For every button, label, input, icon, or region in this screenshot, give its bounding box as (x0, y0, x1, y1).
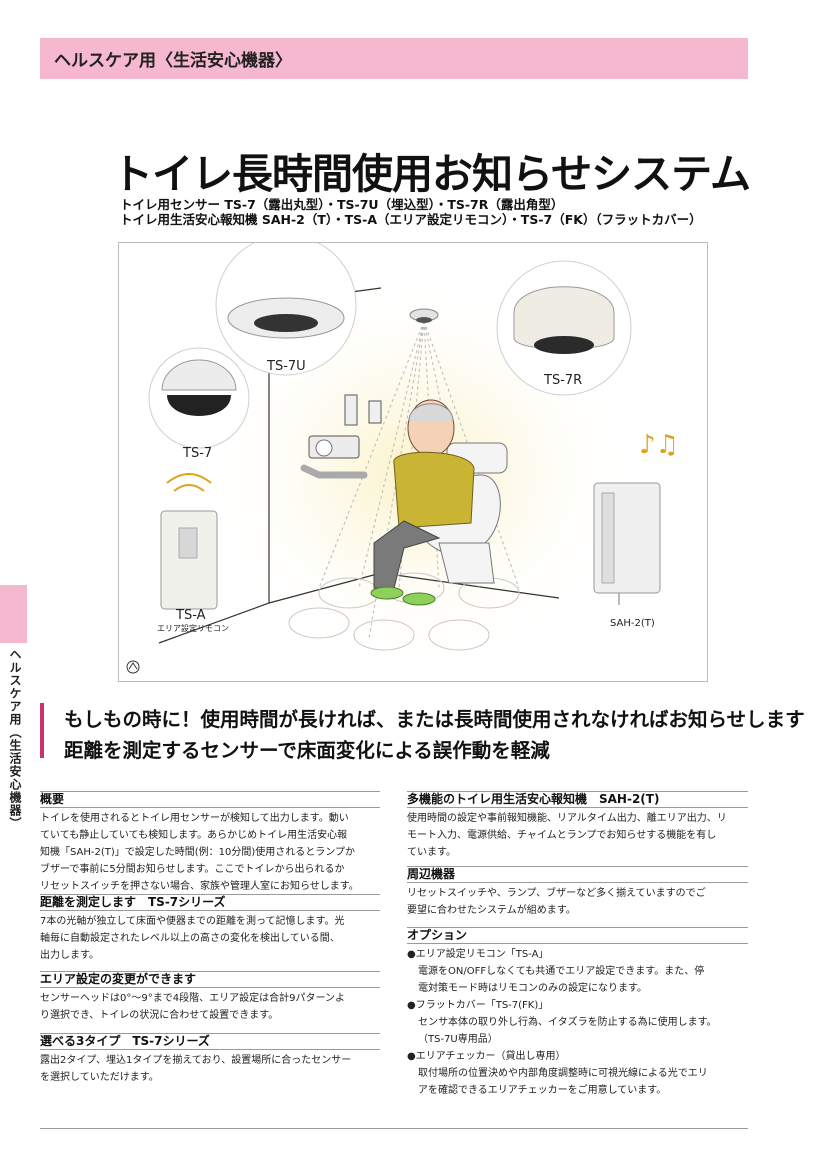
section-distance: 距離を測定します TS-7シリーズ 7本の光軸が独立して床面や便器までの距離を測… (40, 894, 380, 964)
option-desc: アを確認できるエリアチェッカーをご用意しています。 (418, 1085, 667, 1096)
body-line: モート入力、電源供給、チャイムとランプでお知らせする機能を有し (407, 830, 717, 841)
ts-7u-label: TS-7U (267, 359, 306, 374)
body-line: 7本の光軸が独立して床面や便器までの距離を測って記憶します。光 (40, 916, 345, 927)
ceiling-sensor (409, 308, 439, 323)
ts-a-sublabel: エリア設定リモコン (157, 624, 229, 633)
section-body: トイレを使用されるとトイレ用センサーが検知して出力します。動い ていても静止して… (40, 810, 380, 895)
product-list-line-1: トイレ用センサー TS-7（露出丸型）・TS-7U（埋込型）・TS-7R（露出角… (120, 197, 564, 212)
body-line: を選択していただけます。 (40, 1072, 159, 1083)
body-line: ています。 (407, 847, 456, 858)
approval-mark-icon (126, 660, 140, 674)
option-item: ●エリアチェッカー（貸出し専用） 取付場所の位置決めや内部角度調整時に可視光線に… (407, 1048, 748, 1099)
body-line: 要望に合わせたシステムが組めます。 (407, 905, 576, 916)
slogan-line-1: もしもの時に！使用時間が長ければ、または長時間使用されなければお知らせします (64, 708, 805, 731)
option-title: ●エリア設定リモコン「TS-A」 (407, 949, 549, 960)
sah-2-label: SAH-2(T) (610, 618, 655, 629)
slogan-accent-bar (40, 703, 44, 758)
section-title: 選べる3タイプ TS-7シリーズ (40, 1033, 380, 1050)
category-header: ヘルスケア用〈生活安心機器〉 (40, 38, 748, 79)
section-body: リセットスイッチや、ランプ、ブザーなど多く揃えていますのでご 要望に合わせたシス… (407, 885, 748, 919)
elderly-person (370, 399, 475, 606)
body-line: 露出2タイプ、埋込1タイプを揃えており、設置場所に合ったセンサー (40, 1055, 352, 1066)
section-title: エリア設定の変更ができます (40, 971, 380, 988)
section-title: 距離を測定します TS-7シリーズ (40, 894, 380, 911)
footer-rule (40, 1128, 748, 1129)
body-line: 軸毎に自動設定されたレベル以上の高さの変化を検出している間、 (40, 933, 340, 944)
ts-a-label: TS-A (176, 608, 206, 623)
ts-7-bubble (148, 347, 250, 449)
body-line: リセットスイッチを押さない場合、家族や管理人室にお知らせします。 (40, 881, 359, 892)
music-note-icon: ♪♫ (639, 430, 679, 460)
section-multifunction: 多機能のトイレ用生活安心報知機 SAH-2(T) 使用時間の設定や事前報知機能、… (407, 791, 748, 861)
section-types: 選べる3タイプ TS-7シリーズ 露出2タイプ、埋込1タイプを揃えており、設置場… (40, 1033, 380, 1086)
side-tab-marker (0, 585, 27, 643)
side-tab-label: ヘルスケア用（生活安心機器） (8, 648, 22, 830)
section-body: 使用時間の設定や事前報知機能、リアルタイム出力、離エリア出力、リ モート入力、電… (407, 810, 748, 861)
option-desc: （TS-7U専用品） (418, 1034, 498, 1045)
toilet-scene-drawing: ♪♫ (126, 243, 679, 674)
option-list: ●エリア設定リモコン「TS-A」 電源をON/OFFしなくても共通でエリア設定で… (407, 946, 748, 1099)
ts-a-remote (160, 473, 218, 610)
body-line: 出力します。 (40, 950, 99, 961)
body-line: り選択でき、トイレの状況に合わせて設置できます。 (40, 1010, 279, 1021)
category-title: ヘルスケア用〈生活安心機器〉 (54, 51, 292, 71)
option-item: ●フラットカバー「TS-7(FK)」 センサ本体の取り外し行為、イタズラを防止す… (407, 997, 748, 1048)
section-peripheral: 周辺機器 リセットスイッチや、ランプ、ブザーなど多く揃えていますのでご 要望に合… (407, 866, 748, 919)
body-line: 知機「SAH-2(T)」で設定した時間(例：10分間)使用されるとランプか (40, 847, 356, 858)
ts-7-label: TS-7 (183, 446, 213, 461)
section-body: 露出2タイプ、埋込1タイプを揃えており、設置場所に合ったセンサー を選択していた… (40, 1052, 380, 1086)
section-title: オプション (407, 927, 748, 944)
ts-7u-bubble (215, 243, 357, 376)
body-line: トイレを使用されるとトイレ用センサーが検知して出力します。動い (40, 813, 349, 824)
section-body: センサーヘッドは0°～9°まで4段階、エリア設定は合計9パターンよ り選択でき、… (40, 990, 380, 1024)
grab-bar (300, 464, 368, 479)
section-title: 多機能のトイレ用生活安心報知機 SAH-2(T) (407, 791, 748, 808)
option-desc: 取付場所の位置決めや内部角度調整時に可視光線による光でエリ (418, 1068, 708, 1079)
sah-2-unit: ♪♫ (593, 430, 679, 605)
option-title: ●フラットカバー「TS-7(FK)」 (407, 1000, 549, 1011)
section-title: 概要 (40, 791, 380, 808)
body-line: ていても静止していても検知します。あらかじめトイレ用生活安心報 (40, 830, 348, 841)
page-title: トイレ長時間使用お知らせシステム (112, 150, 751, 198)
slogan-line-2: 距離を測定するセンサーで床面変化による誤作動を軽減 (64, 739, 550, 762)
section-body: 7本の光軸が独立して床面や便器までの距離を測って記憶します。光 軸毎に自動設定さ… (40, 913, 380, 964)
option-item: ●エリア設定リモコン「TS-A」 電源をON/OFFしなくても共通でエリア設定で… (407, 946, 748, 997)
body-line: 使用時間の設定や事前報知機能、リアルタイム出力、離エリア出力、リ (407, 813, 727, 824)
option-desc: 電源をON/OFFしなくても共通でエリア設定できます。また、停 (418, 966, 705, 977)
section-area: エリア設定の変更ができます センサーヘッドは0°～9°まで4段階、エリア設定は合… (40, 971, 380, 1024)
body-line: リセットスイッチや、ランプ、ブザーなど多く揃えていますのでご (407, 888, 706, 899)
option-title: ●エリアチェッカー（貸出し専用） (407, 1051, 566, 1062)
ts-7r-label: TS-7R (544, 373, 583, 388)
product-list-line-2: トイレ用生活安心報知機 SAH-2（T）・TS-A（エリア設定リモコン）・TS-… (120, 212, 702, 227)
wall-switches (344, 394, 382, 426)
body-line: センサーヘッドは0°～9°まで4段階、エリア設定は合計9パターンよ (40, 993, 345, 1004)
product-illustration: ♪♫ TS-7U TS-7R TS-7 TS-A エリア設定リモコン SAH-2… (118, 242, 708, 682)
section-overview: 概要 トイレを使用されるとトイレ用センサーが検知して出力します。動い ていても静… (40, 791, 380, 895)
option-desc: センサ本体の取り外し行為、イタズラを防止する為に使用します。 (418, 1017, 717, 1028)
option-desc: 電対策モード時はリモコンのみの設定になります。 (418, 983, 647, 994)
paper-holder (308, 435, 360, 459)
section-options: オプション ●エリア設定リモコン「TS-A」 電源をON/OFFしなくても共通で… (407, 927, 748, 1099)
ts-7r-bubble (496, 260, 632, 396)
section-title: 周辺機器 (407, 866, 748, 883)
body-line: ブザーで事前に5分間お知らせします。ここでトイレから出られるか (40, 864, 345, 875)
